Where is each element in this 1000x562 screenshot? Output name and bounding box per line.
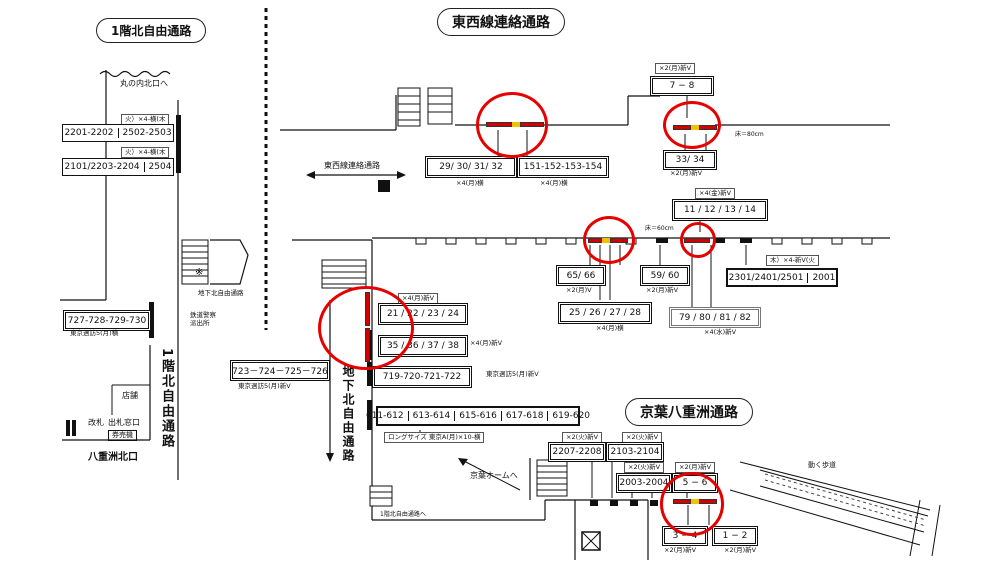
note-2103: ×2(火)新V [622,432,663,443]
label-ticket-machine: 券売機 [108,430,137,441]
board-2101-cell-1: 2101/2203-2204 [64,162,140,172]
label-east-west-arrow: 東西線連絡通路 [324,161,380,170]
note-3: ×2(月)新V [664,546,697,554]
label-ticket-window: 出札窓口 [108,418,140,427]
board-611-cell-2: 613-614 [407,411,455,421]
note-11: ×4(金)新V [695,188,736,199]
board-2103: 2103-2104 [606,442,664,462]
board-2201: 2201-2202 2502-2503 [62,124,174,142]
board-611-cell-3: 615-616 [454,411,501,421]
note-2207: ×2(火)新V [562,432,603,443]
note-35: ×4(月)新V [470,339,503,347]
note-79: ×4(水)新V [704,328,737,336]
highlight-circle-29 [476,92,548,158]
board-2201-cell-2: 2502-2503 [117,128,176,138]
board-79: 79 / 80 / 81 / 82 [669,307,761,328]
note-1: ×2(月)新V [724,546,757,554]
board-719: 719-720-721-722 [372,366,472,388]
board-65: 65/ 66 [556,265,606,286]
note-2101: 火）×4-横(木 [121,147,170,158]
label-moving-walk: 動く歩道 [808,461,836,469]
note-7: ×2(月)新V [655,63,696,74]
label-shop: 店舗 [122,391,138,400]
note-5: ×2(月)新V [675,462,716,473]
board-1: 1 − 2 [712,526,758,546]
board-611-cell-5: 619-620 [547,411,594,421]
board-2201-cell-1: 2201-2202 [64,128,114,138]
label-width-60: 床＝60cm [645,225,674,232]
note-2201: 火）×4-横(木 [121,114,170,125]
label-keiyo-home: 京葉ホームへ [470,471,518,480]
board-25: 25 / 26 / 27 / 28 [558,302,652,324]
board-11: 11 / 12 / 13 / 14 [672,199,768,221]
label-north-free-small: 1階北自由通路へ [380,511,426,518]
note-611: ロングサイズ 東京A(月)×10-横 [384,432,485,443]
board-723: 723－724－725－726 [230,360,330,381]
label-underground-north-small: 地下北自由通路 [198,289,244,297]
label-ticket-gate: 改札 [88,418,104,427]
title-north-free-passage: 1階北自由通路 [96,18,207,43]
highlight-circle-5 [660,472,724,536]
board-2101-cell-2: 2504 [143,162,176,172]
title-keiyo-yaesu-passage: 京葉八重洲通路 [625,398,753,426]
vertical-underground-north: 地下北自由通路 [341,365,355,463]
title-east-west-passage: 東西線連絡通路 [437,8,565,36]
board-611: 611-612 613-614 615-616 617-618 619-620 [366,406,590,426]
board-2301-cell-1: 2301/2401/2501 [728,272,804,283]
board-611-cell-1: 611-612 [365,411,404,421]
board-59: 59/ 60 [640,265,690,286]
highlight-circle-21 [318,286,414,370]
label-asterisk: ※ [195,267,204,278]
note-59: ×2(月)新V [646,286,679,294]
note-33: ×2(月)新V [670,169,703,177]
board-7: 7 − 8 [650,76,714,96]
board-29: 29/ 30/ 31/ 32 [425,156,517,178]
note-727: 東京週訪5(月)横 [70,329,119,337]
note-723: 東京週訪5(月)新V [238,382,291,390]
label-yaesu-north: 八重洲北口 [88,452,138,463]
board-2207: 2207-2208 [548,442,606,462]
board-2301-cell-2: 2001 [807,272,839,283]
note-29: ×4(月)横 [456,179,484,187]
note-65: ×2(月)V [566,286,592,294]
highlight-circle-65 [583,216,635,264]
note-719: 東京週訪5(月)新V [486,370,539,378]
label-police-box: 鉄道警察派出所 [190,311,216,327]
note-2301: 木）×4-新V(火 [766,255,819,266]
board-2101: 2101/2203-2204 2504 [62,158,174,176]
board-727: 727-728-729-730 [63,310,151,331]
highlight-circle-33 [663,101,721,149]
label-width-80: 床＝80cm [735,131,764,138]
board-611-cell-4: 617-618 [500,411,548,421]
board-33: 33/ 34 [663,150,717,170]
label-marunouchi-north: 丸の内北口へ [120,79,168,88]
highlight-circle-11 [680,222,716,258]
vertical-north-free-passage: 1階北自由通路 [159,348,174,450]
board-2301: 2301/2401/2501 2001 [726,268,838,287]
note-2003: ×2(火)新V [624,462,665,473]
note-151: ×4(月)横 [540,179,568,187]
board-151: 151-152-153-154 [517,156,609,178]
note-25: ×4(月)横 [596,324,624,332]
